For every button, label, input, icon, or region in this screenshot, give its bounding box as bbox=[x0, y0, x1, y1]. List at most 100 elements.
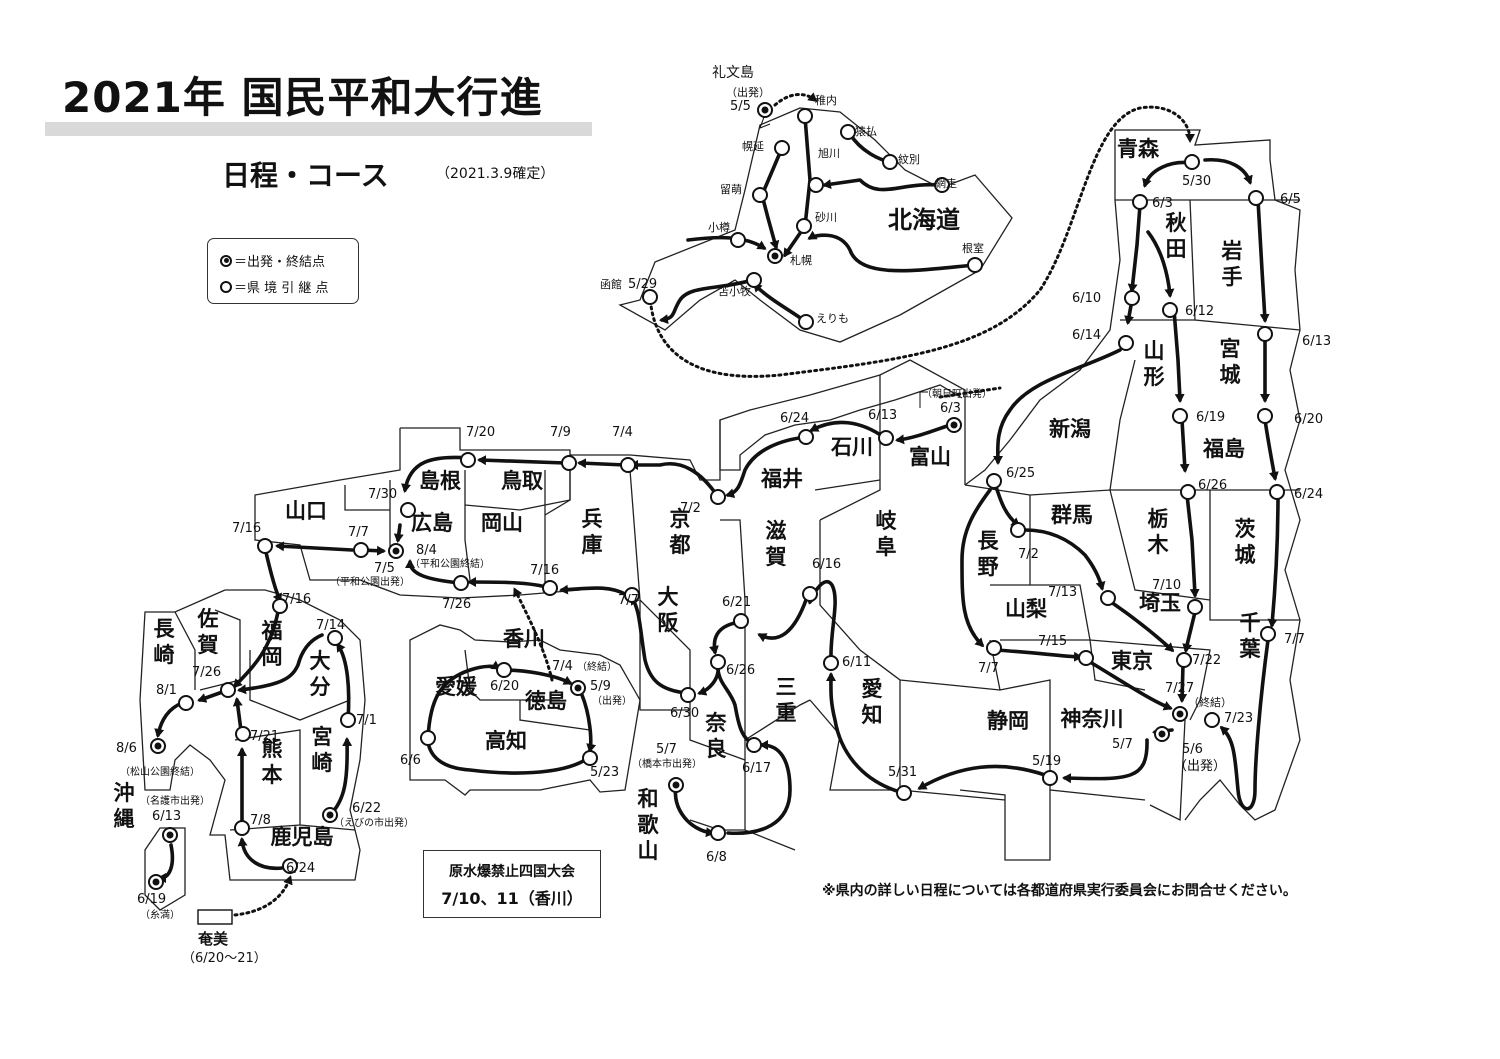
prefecture-label: 新潟 bbox=[1049, 417, 1091, 441]
prefecture-label: 野 bbox=[978, 555, 999, 579]
date-label: 6/14 bbox=[1072, 328, 1101, 343]
place-rumoi: 留萌 bbox=[720, 182, 742, 196]
prefecture-label: 神奈川 bbox=[1061, 707, 1124, 731]
legend-border-label: ＝県 境 引 継 点 bbox=[234, 281, 329, 296]
place-hakodate: 函館 bbox=[600, 277, 622, 291]
prefecture-label: 東京 bbox=[1111, 649, 1153, 673]
legend: ＝出発・終結点 ＝県 境 引 継 点 bbox=[207, 238, 359, 304]
border-point bbox=[460, 452, 476, 468]
prefecture-label: 阜 bbox=[876, 535, 897, 559]
dotted-routes bbox=[233, 92, 1195, 917]
border-point bbox=[1124, 290, 1140, 306]
date-note: （6/20〜21） bbox=[182, 951, 267, 966]
prefecture-label: 徳島 bbox=[524, 689, 567, 713]
date-label: 5/5 bbox=[730, 99, 751, 114]
date-label: 5/19 bbox=[1032, 754, 1061, 769]
date-label: 7/5 bbox=[374, 561, 395, 576]
border-point bbox=[453, 575, 469, 591]
prefecture-label: 石川 bbox=[830, 435, 873, 459]
border-point bbox=[986, 473, 1002, 489]
date-note: （橋本市出発） bbox=[632, 757, 702, 770]
date-label: 6/24 bbox=[1294, 487, 1323, 502]
border-point bbox=[823, 655, 839, 671]
border-point bbox=[710, 489, 726, 505]
prefecture-label: 知 bbox=[862, 703, 883, 727]
date-label: 7/13 bbox=[1048, 585, 1077, 600]
date-label: 6/8 bbox=[706, 850, 727, 865]
prefecture-label: 崎 bbox=[312, 751, 333, 775]
date-label: 6/10 bbox=[1072, 291, 1101, 306]
date-note: （終結） bbox=[1188, 695, 1232, 709]
border-point bbox=[802, 586, 818, 602]
date-label: 8/4 bbox=[416, 543, 437, 558]
date-label: 8/1 bbox=[156, 683, 177, 698]
start-end-point-center bbox=[950, 421, 958, 429]
border-point bbox=[746, 272, 762, 288]
prefecture-label: 群馬 bbox=[1051, 503, 1093, 527]
date-label: 7/7 bbox=[618, 593, 639, 608]
border-point bbox=[624, 587, 640, 603]
prefecture-label: 愛 bbox=[862, 677, 883, 701]
start-end-point-center bbox=[574, 684, 582, 692]
prefecture-label: 富山 bbox=[909, 445, 951, 469]
start-end-point-center bbox=[166, 831, 174, 839]
prefecture-label: 福井 bbox=[760, 467, 803, 491]
date-label: 5/7 bbox=[1112, 737, 1133, 752]
border-point bbox=[882, 154, 898, 170]
prefecture-label: 長 bbox=[978, 529, 1000, 553]
start-end-point-center bbox=[672, 781, 680, 789]
start-end-point-center bbox=[392, 547, 400, 555]
prefecture-label: 山 bbox=[1144, 339, 1165, 363]
date-label: 7/2 bbox=[1018, 547, 1039, 562]
date-note: （出発） bbox=[592, 694, 632, 707]
border-point bbox=[798, 429, 814, 445]
border-point bbox=[878, 430, 894, 446]
prefecture-label: 阪 bbox=[658, 611, 680, 635]
border-point bbox=[796, 218, 812, 234]
date-label: 5/23 bbox=[590, 765, 619, 780]
border-point bbox=[808, 177, 824, 193]
prefecture-label: 縄 bbox=[114, 807, 135, 831]
prefecture-label: 歌 bbox=[638, 813, 660, 837]
date-label: 7/27 bbox=[1165, 681, 1194, 696]
prefecture-label: 岩 bbox=[1221, 239, 1243, 263]
date-label: 7/1 bbox=[356, 713, 377, 728]
border-point bbox=[235, 726, 251, 742]
date-label: 7/9 bbox=[550, 425, 571, 440]
prefecture-label: 山口 bbox=[285, 499, 327, 523]
border-point bbox=[774, 140, 790, 156]
date-label: 7/16 bbox=[530, 563, 559, 578]
border-point bbox=[1078, 650, 1094, 666]
prefecture-label: 宮 bbox=[1220, 337, 1241, 361]
prefecture-label: 栃 bbox=[1148, 507, 1169, 531]
border-point bbox=[542, 580, 558, 596]
date-label: 7/2 bbox=[680, 501, 701, 516]
border-point bbox=[1248, 190, 1264, 206]
border-point bbox=[400, 502, 416, 518]
prefecture-label: 山梨 bbox=[1005, 597, 1047, 621]
date-label: 7/8 bbox=[250, 813, 271, 828]
date-label: 6/21 bbox=[722, 595, 751, 610]
prefecture-label: 香川 bbox=[503, 627, 545, 651]
date-label: 6/17 bbox=[742, 761, 771, 776]
date-note: （出発） bbox=[726, 85, 770, 99]
legend-border: ＝県 境 引 継 点 bbox=[220, 277, 329, 296]
border-point bbox=[642, 289, 658, 305]
border-point bbox=[967, 257, 983, 273]
date-label: 6/16 bbox=[812, 557, 841, 572]
border-point bbox=[1260, 626, 1276, 642]
border-point bbox=[220, 682, 236, 698]
start-end-point-center bbox=[152, 878, 160, 886]
prefecture-label: 分 bbox=[310, 675, 331, 699]
prefecture-label: 形 bbox=[1144, 365, 1165, 389]
prefecture-label: 広島 bbox=[411, 511, 453, 535]
legend-start-end-label: ＝出発・終結点 bbox=[234, 255, 326, 270]
prefecture-label: 青森 bbox=[1117, 137, 1160, 161]
date-label: 7/26 bbox=[442, 597, 471, 612]
date-label: 8/6 bbox=[116, 741, 137, 756]
border-point bbox=[353, 542, 369, 558]
event-date: 7/10、11（香川） bbox=[441, 889, 583, 908]
place-horonobe: 幌延 bbox=[742, 139, 764, 153]
date-label: 6/26 bbox=[726, 663, 755, 678]
date-label: 5/6 bbox=[1182, 742, 1203, 757]
